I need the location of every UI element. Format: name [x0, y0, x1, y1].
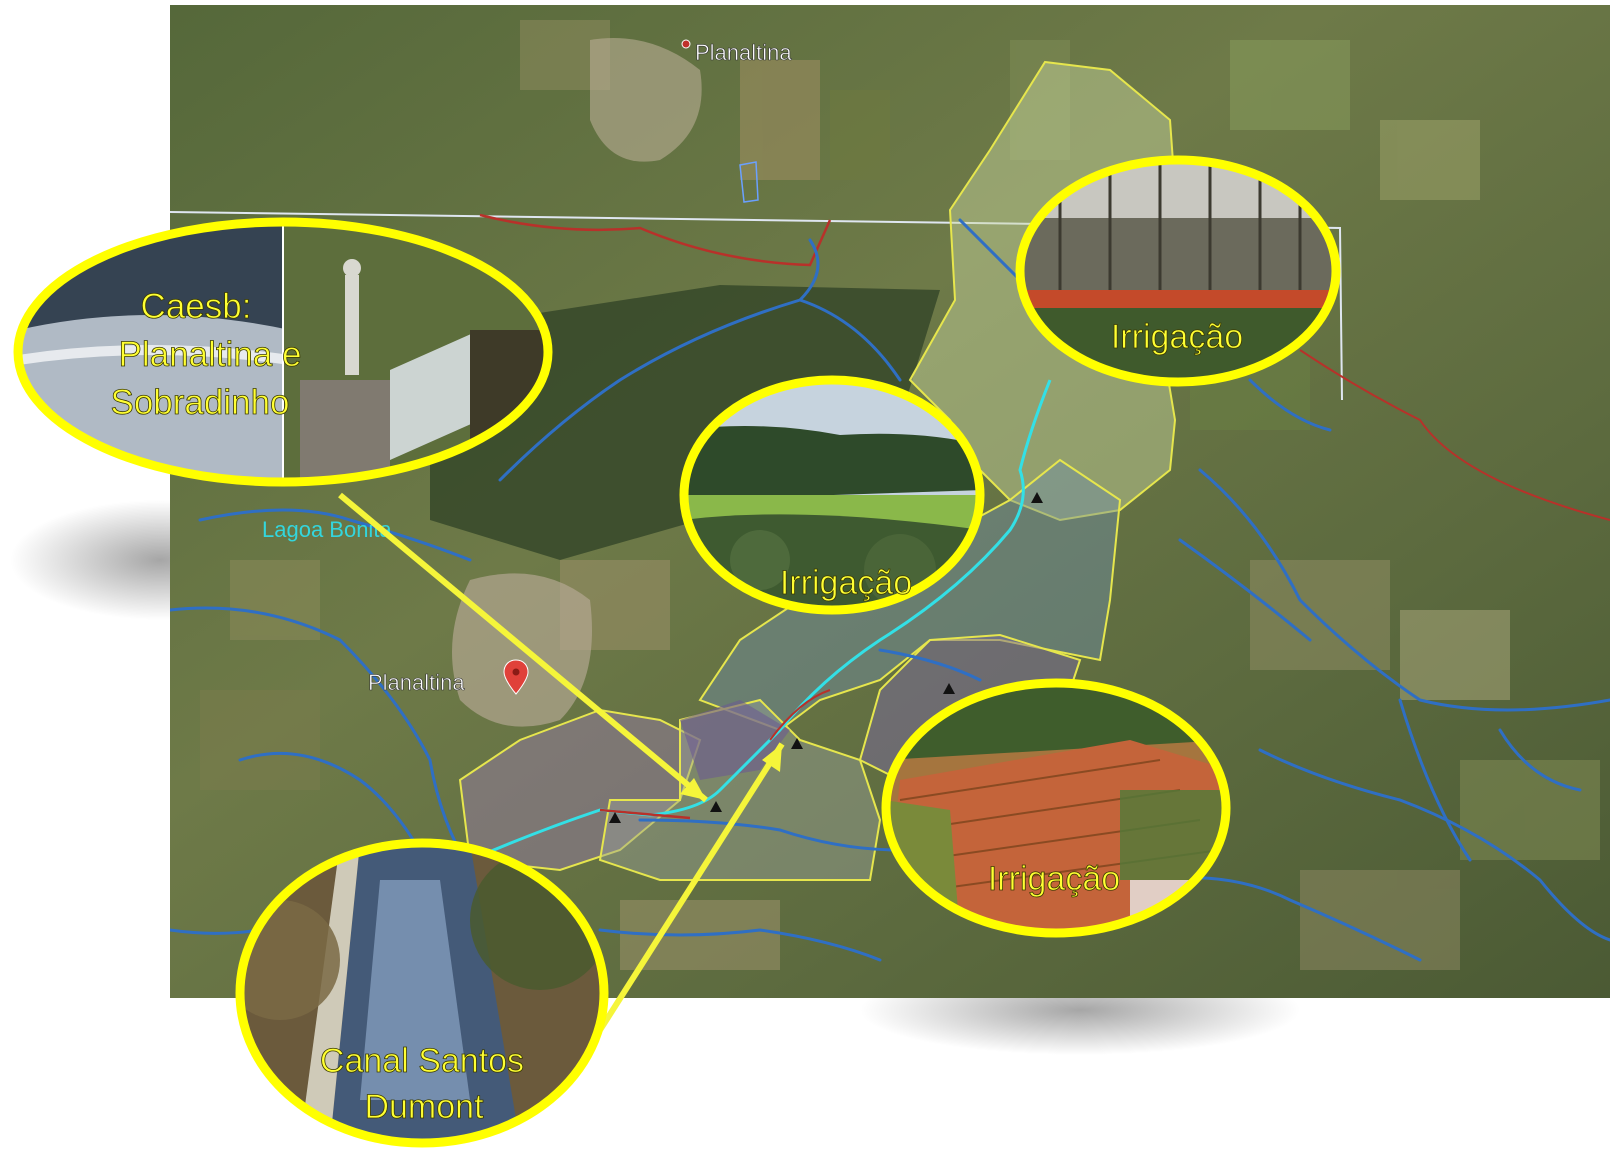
callout-caesb-line3: Sobradinho	[110, 383, 289, 422]
callout-caesb-line1: Caesb:	[141, 287, 252, 326]
arrow-caesb	[338, 492, 708, 803]
arrow-head-canal	[762, 744, 782, 772]
triangle-marker-icon	[609, 812, 621, 823]
triangle-marker-icon	[710, 801, 722, 812]
urban-area-north	[590, 38, 702, 162]
channel-red-segment-2	[769, 689, 831, 741]
callout-canal-line2: Dumont	[364, 1088, 484, 1126]
callout-irrigacao-bottom-label: Irrigação	[988, 860, 1120, 898]
callout-irrigacao-top-label: Irrigação	[1111, 318, 1243, 356]
triangle-marker-icon	[1031, 492, 1043, 503]
triangle-marker-icon	[943, 683, 955, 694]
red-boundary	[479, 213, 832, 267]
callout-canal-line1: Canal Santos	[320, 1042, 524, 1080]
callout-irrigacao-bottom: Irrigação	[881, 678, 1231, 938]
dot-marker-icon	[681, 39, 691, 49]
callout-canal: Canal Santos Dumont	[235, 838, 609, 1148]
arrow-head-caesb	[680, 778, 706, 800]
callout-irrigacao-mid-label: Irrigação	[780, 564, 912, 602]
channel-red-segment	[599, 808, 691, 820]
callout-caesb: Caesb: Planaltina e Sobradinho	[13, 217, 553, 487]
forest-zone	[430, 285, 940, 560]
callout-border	[235, 838, 609, 1148]
callout-border	[13, 217, 553, 487]
station-markers	[609, 492, 1043, 823]
river-network	[170, 218, 1610, 962]
callout-caesb-line2: Planaltina e	[119, 335, 302, 374]
callout-irrigacao-mid: Irrigação	[679, 375, 985, 615]
arrow-canal	[597, 742, 785, 1032]
callout-irrigacao-top: Irrigação	[1015, 155, 1341, 387]
map-pin-icon	[503, 659, 529, 695]
boundary-line	[170, 211, 1343, 401]
triangle-marker-icon	[791, 738, 803, 749]
basin-south	[598, 698, 882, 881]
place-label-planaltina-north: Planaltina	[695, 40, 792, 65]
callout-border	[1015, 155, 1341, 387]
place-label-planaltina: Planaltina	[368, 670, 465, 695]
callout-border	[679, 375, 985, 615]
red-boundary-east	[1299, 349, 1610, 521]
callout-border	[881, 678, 1231, 938]
small-parcel	[739, 161, 759, 203]
